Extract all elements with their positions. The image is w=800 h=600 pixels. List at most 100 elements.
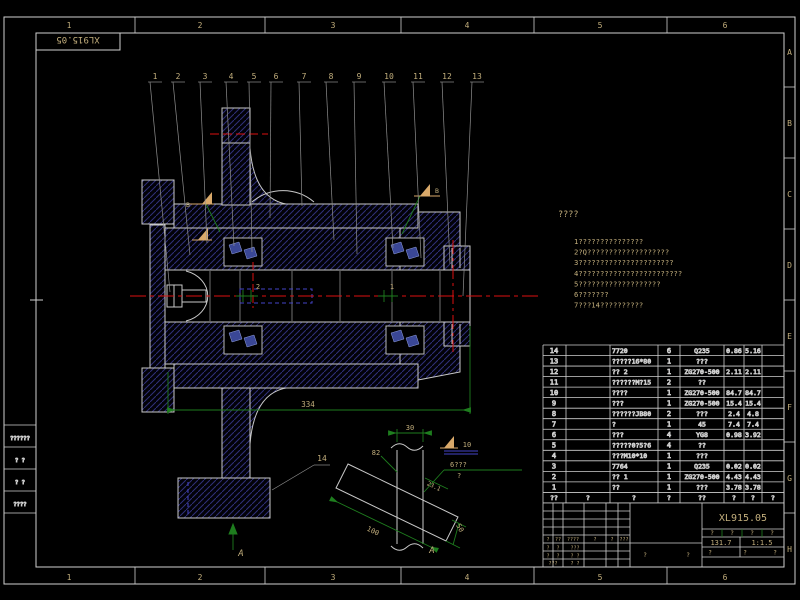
dim-detail-thickness: 50 — [454, 522, 465, 533]
approval-cell: ? — [710, 530, 714, 537]
revision-cell: ?? — [555, 537, 561, 543]
zone-number-bottom: 3 — [331, 573, 336, 582]
part-qty: 4 — [667, 431, 671, 439]
revision-cell: ? — [556, 546, 559, 552]
zone-number-bottom: 5 — [598, 573, 603, 582]
zone-letter: D — [787, 261, 792, 270]
left-strip-cell: ? ? — [15, 458, 25, 464]
part-name: ? — [612, 421, 616, 429]
zone-number-top: 1 — [67, 21, 72, 30]
part-seq: 3 — [552, 463, 556, 471]
note-line: 6??????? — [574, 290, 609, 299]
part-weight-unit: 15.4 — [726, 399, 742, 407]
part-seq: 12 — [550, 368, 558, 376]
bearing — [224, 326, 262, 354]
zone-number-bottom: 1 — [67, 573, 72, 582]
svg-text:B: B — [435, 187, 439, 195]
part-seq: 5 — [552, 442, 556, 450]
approval-cell: ? — [770, 530, 774, 537]
part-weight-total: 2.11 — [745, 368, 761, 376]
part-seq: 2 — [552, 473, 556, 481]
parts-table: 1477206Q2350.865.1613?????16*801???12?? … — [543, 345, 784, 503]
roughness-icon — [440, 436, 478, 454]
part-weight-total: 0.02 — [745, 463, 761, 471]
approval-cell: ? — [750, 530, 754, 537]
part-name: ?? 2 — [612, 368, 628, 376]
title-drawing-number: XL915.05 — [719, 513, 767, 524]
left-strip-cell: ?????? — [10, 436, 30, 442]
callout-number: 10 — [384, 72, 394, 81]
part-name: ?? — [612, 484, 620, 492]
part-seq: 4 — [552, 452, 556, 460]
part-material: ?? — [698, 378, 706, 386]
zone-letter: A — [787, 48, 792, 57]
revision-cell: ??? — [548, 561, 557, 567]
part-seq: 11 — [550, 378, 558, 386]
table-header-cell: ?? — [698, 494, 706, 502]
part-material: Q235 — [694, 463, 710, 471]
dim-gap-left: 2 — [256, 283, 260, 291]
approval-cell: ? — [730, 530, 734, 537]
part-material: ?? — [698, 442, 706, 450]
part-weight-total: 4.43 — [745, 473, 761, 481]
part-name: ??? — [612, 399, 624, 407]
bearing — [386, 238, 424, 266]
table-header-cell: ? — [771, 494, 775, 502]
dim-roughness: 10 — [463, 441, 471, 449]
part-name: ???M10*10 — [612, 452, 647, 460]
title-mid-cell: ? — [686, 552, 690, 559]
callout-number: 8 — [329, 72, 334, 81]
note-line: 4???????????????????????? — [574, 269, 682, 278]
part-weight-total: 3.92 — [745, 431, 761, 439]
part-weight-unit: 0.86 — [726, 347, 742, 355]
part-material: ZG270-500 — [684, 399, 719, 407]
revision-cell: ??? — [570, 546, 579, 552]
section-arrow-icon — [229, 524, 237, 534]
part-qty: 1 — [667, 399, 671, 407]
dim-detail-offset: 23.1 — [426, 480, 442, 493]
revision-cell: ? ? — [570, 561, 579, 567]
main-view — [142, 108, 470, 518]
part-weight-total: 5.16 — [745, 347, 761, 355]
revision-cell: ? — [546, 546, 549, 552]
note-line: 3?????????????????????? — [574, 258, 674, 267]
detail-view — [331, 429, 522, 550]
note-line: 5??????????????????? — [574, 279, 661, 288]
note-line: 7???14?????????? — [574, 301, 643, 310]
callout-number: 2 — [176, 72, 181, 81]
part-qty: 1 — [667, 389, 671, 397]
title-mid-cell: ? — [643, 552, 647, 559]
detail-note: 6??? — [450, 461, 467, 469]
part-seq: 13 — [550, 357, 558, 365]
part-weight-unit: 84.7 — [726, 389, 742, 397]
part-qty: 1 — [667, 463, 671, 471]
part-name: ??? — [612, 431, 624, 439]
part-qty: 1 — [667, 452, 671, 460]
zone-letter: E — [787, 332, 792, 341]
part-name: ???? — [612, 389, 628, 397]
wheel-rim-section — [178, 478, 270, 518]
callout-number: 5 — [252, 72, 257, 81]
revision-cell: ? — [593, 537, 596, 543]
left-strip-table: ??????? ?? ????? — [4, 425, 36, 513]
zone-number-top: 4 — [465, 21, 470, 30]
zone-letter: H — [787, 545, 792, 554]
zone-number-bottom: 6 — [723, 573, 728, 582]
part-qty: 2 — [667, 378, 671, 386]
part-seq: 1 — [552, 484, 556, 492]
table-header-cell: ? — [667, 494, 671, 502]
title-block-texts: ???????????????????? ????? ?????????? — [546, 530, 777, 567]
part-seq: 6 — [552, 431, 556, 439]
part-material: ??? — [696, 452, 708, 460]
detail-note-sub: ? — [457, 472, 461, 480]
callout-number: 11 — [413, 72, 423, 81]
part-material: ZG270-500 — [684, 473, 719, 481]
part-qty: 6 — [667, 347, 671, 355]
note-line: 1??????????????? — [574, 237, 643, 246]
zone-number-bottom: 2 — [198, 573, 203, 582]
zone-number-top: 2 — [198, 21, 203, 30]
table-header-cell: ? — [732, 494, 736, 502]
part-material: YG8 — [696, 431, 708, 439]
